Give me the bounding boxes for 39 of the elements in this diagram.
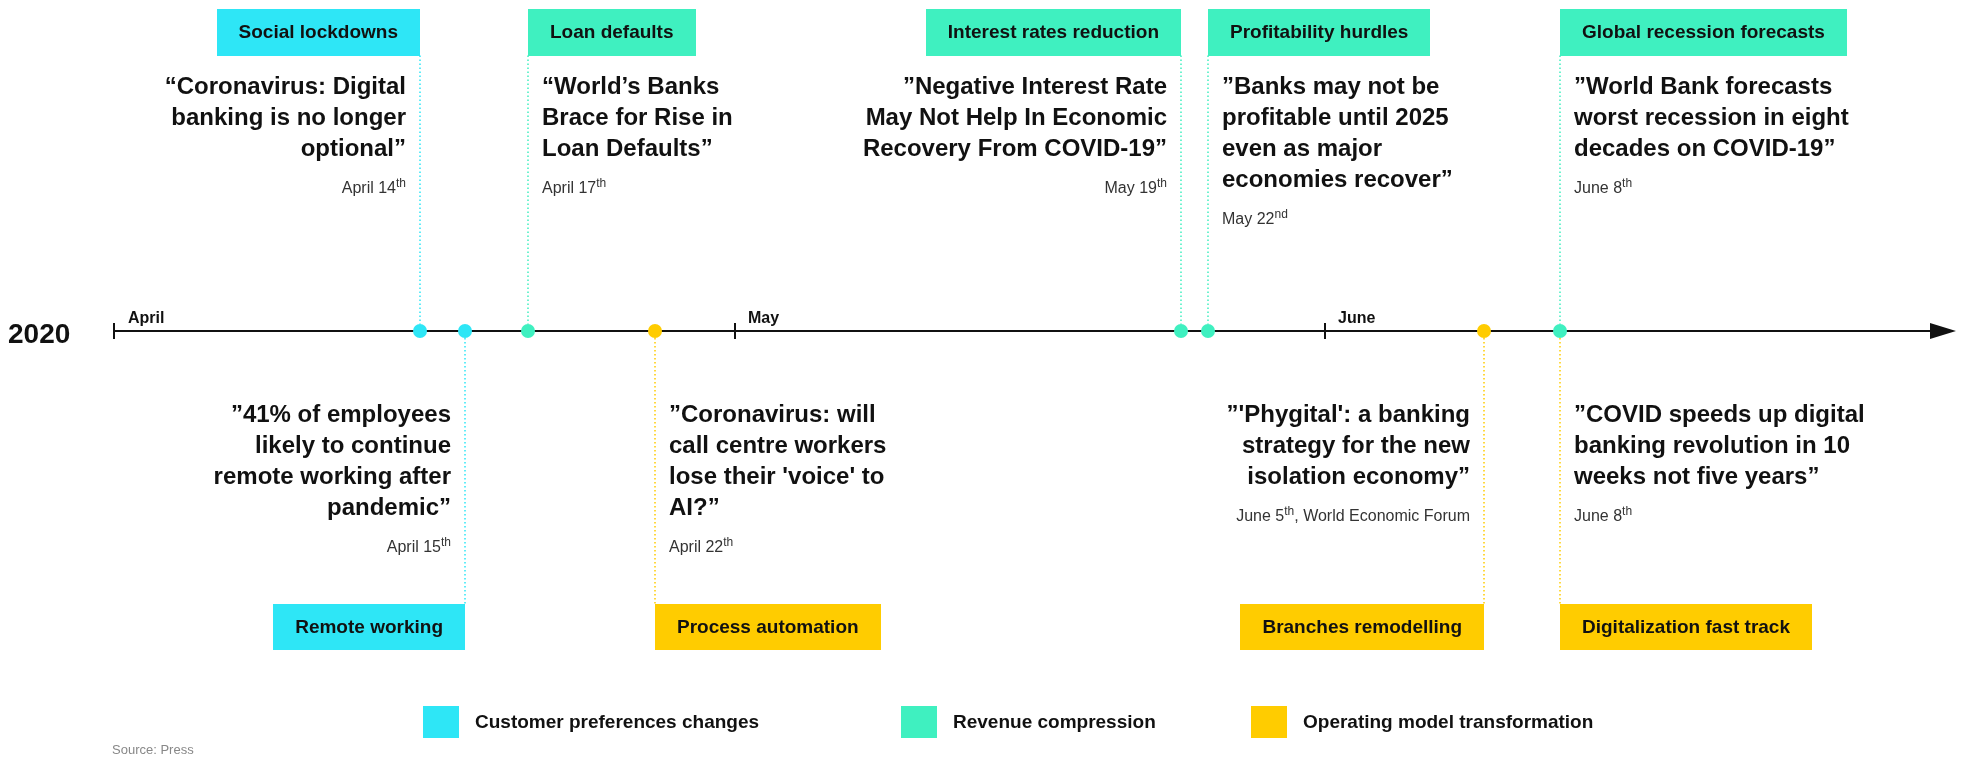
headline-quote: ”Banks may not be profitable until 2025 even as major economies recover” bbox=[1221, 70, 1454, 194]
headline-quote: ”Negative Interest Rate May Not Help In Economic Recovery From COVID-19” bbox=[861, 70, 1168, 163]
connector-line bbox=[1483, 337, 1485, 605]
connector-line bbox=[654, 337, 656, 605]
month-label: June bbox=[1338, 308, 1376, 328]
date-source: April 15$^{th}$ bbox=[385, 536, 452, 557]
date-source: April 14$^{th}$ bbox=[340, 176, 407, 198]
date-source: June 5$^{th}$, World Economic Forum bbox=[1235, 505, 1471, 526]
source-note: Source: Press bbox=[112, 741, 194, 759]
connector-line bbox=[1559, 337, 1561, 605]
category-tag: Digitalization fast track bbox=[1560, 603, 1812, 650]
legend-text: Revenue compression bbox=[953, 709, 1156, 734]
category-tag: Loan defaults bbox=[528, 9, 696, 56]
headline-quote: ”Coronavirus: will call centre workers lose their 'voice' to AI?” bbox=[668, 399, 888, 522]
headline-quote: ”World Bank forecasts worst recession in eight decades on COVID-19” bbox=[1573, 70, 1850, 163]
category-tag: Social lockdowns bbox=[216, 9, 420, 56]
category-tag: Remote working bbox=[273, 603, 465, 650]
headline-quote: ”41% of employees likely to continue remote working after pandemic” bbox=[212, 399, 452, 522]
headline-quote: “World’s Banks Brace for Rise in Loan Defaults” bbox=[541, 70, 734, 163]
date-source: May 22$^{nd}$ bbox=[1221, 207, 1289, 229]
category-tag: Profitability hurdles bbox=[1208, 9, 1431, 56]
date-source: June 8$^{th}$ bbox=[1573, 176, 1634, 198]
connector-line bbox=[464, 337, 466, 605]
year-label: 2020 bbox=[8, 317, 71, 351]
headline-quote: “Coronavirus: Digital banking is no longer optional” bbox=[163, 70, 407, 163]
date-source: May 19$^{th}$ bbox=[1103, 176, 1168, 198]
category-tag: Global recession forecasts bbox=[1560, 9, 1847, 56]
legend-text: Operating model transformation bbox=[1303, 709, 1594, 734]
headline-quote: ”'Phygital': a banking strategy for the new isolation economy” bbox=[1225, 399, 1471, 491]
month-label: May bbox=[748, 308, 780, 328]
category-tag: Process automation bbox=[655, 603, 881, 650]
date-source: April 17$^{th}$ bbox=[541, 176, 608, 198]
legend-text: Customer preferences changes bbox=[475, 709, 760, 734]
category-tag: Interest rates reduction bbox=[925, 9, 1181, 56]
headline-quote: ”COVID speeds up digital banking revolution in 10 weeks not five years” bbox=[1573, 399, 1866, 491]
date-source: June 8$^{th}$ bbox=[1573, 505, 1634, 526]
category-tag: Branches remodelling bbox=[1240, 603, 1484, 650]
date-source: April 22$^{th}$ bbox=[668, 536, 735, 557]
month-label: April bbox=[128, 308, 165, 328]
